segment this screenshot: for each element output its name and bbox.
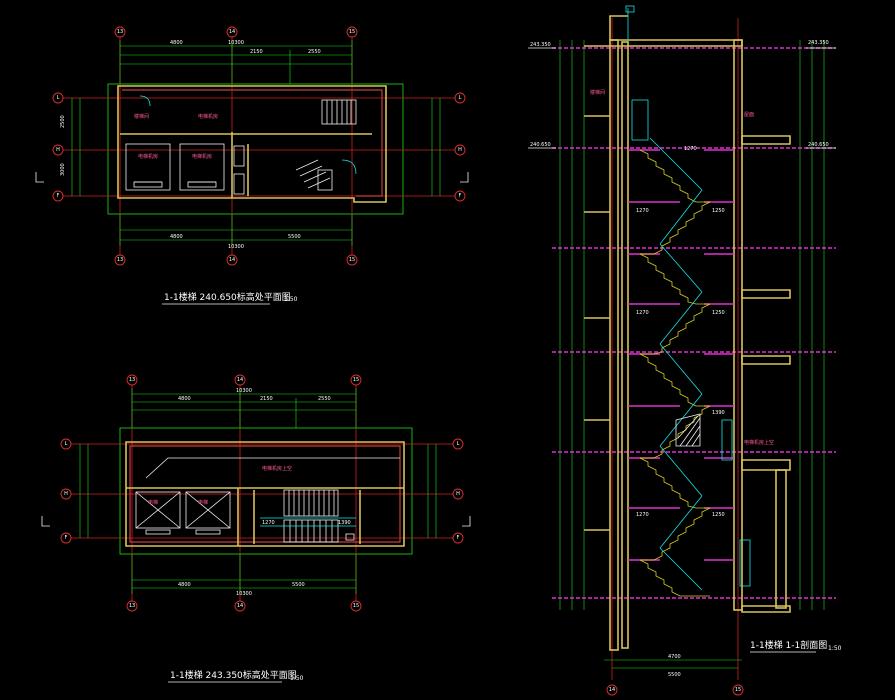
top-plan-dim-l2: 3000	[60, 163, 66, 176]
section-tag-4: 1250	[712, 310, 725, 316]
section-left-levels: 243.350 240.650 243.350 240.650	[528, 40, 836, 149]
top-plan-dim-bottom-total: 10300	[228, 244, 244, 250]
top-plan-axis-14-b: 14	[229, 257, 235, 263]
top-plan-axis-H: H	[56, 147, 60, 153]
bottom-plan-dim-bottom-total: 10300	[236, 591, 252, 597]
bottom-plan-axis-F-r: F	[457, 535, 460, 541]
section-level-mid-r: 240.650	[808, 142, 829, 148]
svg-text:电梯: 电梯	[148, 499, 158, 506]
section-tag-2: 1250	[712, 208, 725, 214]
bottom-plan-axis-14-b: 14	[237, 603, 243, 609]
bottom-plan-title: 1-1楼梯 243.350标高处平面图	[170, 669, 297, 681]
top-plan-axis-H-r: H	[458, 147, 462, 153]
bottom-plan-axis-15-b: 15	[353, 603, 359, 609]
bottom-plan-axis-L: L	[65, 441, 68, 447]
section-dim-2: 5500	[668, 672, 681, 678]
top-plan-axis-L-r: L	[459, 95, 462, 101]
section-tag-7: 1270	[636, 512, 649, 518]
top-floor-plan: 电梯机房 电梯机房 电梯机房 楼梯间 4800 2150 2550 10300 …	[35, 26, 469, 305]
bottom-plan-dim-1: 4800	[178, 396, 191, 402]
top-plan-axis-14: 14	[229, 29, 235, 35]
top-plan-dim-b2: 5500	[288, 234, 301, 240]
section-note-2: 屋面	[744, 112, 754, 118]
top-plan-stair	[295, 99, 357, 191]
top-plan-axis-15-b: 15	[349, 257, 355, 263]
section-tag-6: 1390	[712, 410, 725, 416]
top-plan-axis-13-b: 13	[117, 257, 123, 263]
bottom-plan-dim-2: 2150	[260, 396, 273, 402]
bottom-plan-axis-H-r: H	[456, 491, 460, 497]
svg-text:电梯: 电梯	[198, 499, 208, 506]
section-note-1: 楼梯间	[590, 89, 605, 96]
top-plan-axis-L: L	[57, 95, 60, 101]
top-plan-dim-l1: 2500	[60, 115, 66, 128]
section-tag-8: 1250	[712, 512, 725, 518]
svg-text:电梯机房: 电梯机房	[138, 153, 158, 160]
top-plan-title: 1-1楼梯 240.650标高处平面图	[164, 291, 291, 303]
section-level-mid: 240.650	[530, 142, 551, 148]
bottom-plan-dim-total: 10300	[236, 388, 252, 394]
svg-text:楼梯间: 楼梯间	[134, 113, 149, 120]
svg-text:电梯机房: 电梯机房	[192, 153, 212, 160]
top-plan-dim-total: 10300	[228, 40, 244, 46]
bottom-plan-axis-13-b: 13	[129, 603, 135, 609]
bottom-plan-scale: 1:50	[290, 675, 304, 682]
bottom-plan-axis-L-r: L	[457, 441, 460, 447]
section-note-3: 电梯机房上空	[744, 439, 774, 446]
top-plan-axis-F: F	[57, 193, 60, 199]
bottom-plan-axis-13: 13	[129, 377, 135, 383]
stair-section: 243.350 240.650 243.350 240.650 1270 125…	[528, 5, 842, 696]
section-stair-flights	[639, 137, 711, 597]
top-plan-axis-15: 15	[349, 29, 355, 35]
section-title: 1-1楼梯 1-1剖面图	[750, 639, 827, 651]
top-plan-scale: 1:50	[284, 296, 298, 303]
bottom-plan-axis-14: 14	[237, 377, 243, 383]
bottom-plan-room-label: 电梯机房上空	[262, 465, 292, 472]
top-plan-dim-1: 4800	[170, 40, 183, 46]
top-plan-dim-3: 2550	[308, 49, 321, 55]
bottom-plan-dim-b1: 4800	[178, 582, 191, 588]
bottom-floor-plan: 电梯机房上空 电梯 电梯	[41, 374, 471, 683]
top-plan-axis-13: 13	[117, 29, 123, 35]
bottom-plan-dim-b2: 5500	[292, 582, 305, 588]
bottom-plan-axis-H: H	[64, 491, 68, 497]
bottom-plan-stair: 1270 1390	[260, 489, 356, 543]
bottom-stair-dim-1: 1270	[262, 520, 275, 526]
bottom-stair-dim-2: 1390	[338, 520, 351, 526]
bottom-plan-axis-F: F	[65, 535, 68, 541]
section-tag-3: 1270	[636, 208, 649, 214]
section-axis-15: 15	[735, 687, 741, 693]
top-plan-axis-F-r: F	[459, 193, 462, 199]
section-level-top: 243.350	[530, 42, 551, 48]
bottom-plan-dim-3: 2550	[318, 396, 331, 402]
top-plan-dim-b1: 4800	[170, 234, 183, 240]
section-axis-14: 14	[609, 687, 615, 693]
section-level-top-r: 243.350	[808, 40, 829, 46]
section-tag-5: 1270	[636, 310, 649, 316]
bottom-plan-axis-15: 15	[353, 377, 359, 383]
top-plan-room-label: 电梯机房	[198, 113, 218, 120]
section-tag-1: 1270	[684, 146, 697, 152]
section-scale: 1:50	[828, 645, 842, 652]
section-dim-1: 4700	[668, 654, 681, 660]
top-plan-dim-2: 2150	[250, 49, 263, 55]
